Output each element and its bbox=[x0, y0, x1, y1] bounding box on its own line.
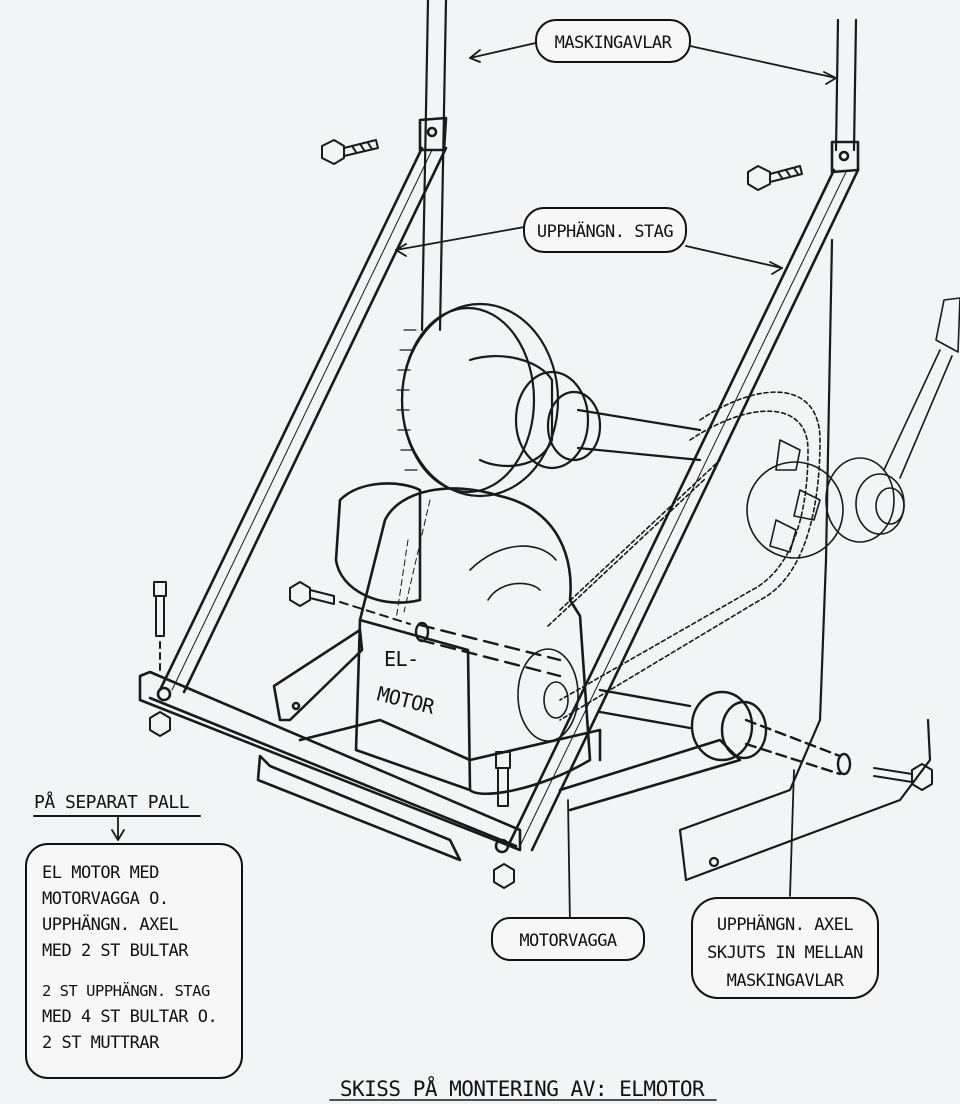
gear-wheel bbox=[396, 302, 702, 498]
bolt-top-left bbox=[321, 139, 379, 165]
svg-text:MASKINGAVLAR: MASKINGAVLAR bbox=[727, 971, 845, 991]
svg-text:EL-: EL- bbox=[384, 647, 419, 671]
svg-text:2 ST MUTTRAR: 2 ST MUTTRAR bbox=[42, 1033, 160, 1053]
bolt-vertical-center bbox=[493, 751, 515, 889]
chain-drive bbox=[517, 297, 960, 742]
hanging-bar-left bbox=[158, 116, 448, 694]
svg-text:MED 4 ST BULTAR O.: MED 4 ST BULTAR O. bbox=[42, 1007, 217, 1027]
svg-text:UPPHÄNGN. STAG: UPPHÄNGN. STAG bbox=[537, 221, 674, 242]
electric-motor bbox=[334, 482, 592, 796]
svg-text:UPPHÄNGN. AXEL: UPPHÄNGN. AXEL bbox=[717, 914, 854, 935]
svg-text:SKJUTS IN MELLAN: SKJUTS IN MELLAN bbox=[707, 943, 863, 963]
svg-text:MASKINGAVLAR: MASKINGAVLAR bbox=[555, 33, 673, 53]
svg-text:SKISS PÅ MONTERING AV: ELMOTOR: SKISS PÅ MONTERING AV: ELMOTOR bbox=[340, 1075, 705, 1101]
label-el-motor: EL- MOTOR bbox=[375, 647, 438, 719]
machine-gable-left bbox=[420, 0, 448, 332]
pallet-heading: PÅ SEPARAT PALL bbox=[34, 791, 190, 813]
caption: SKISS PÅ MONTERING AV: ELMOTOR bbox=[329, 1075, 717, 1101]
leader-lines bbox=[111, 41, 837, 925]
hanging-bar-right bbox=[508, 140, 860, 852]
label-upphangn-axel: UPPHÄNGN. AXEL SKJUTS IN MELLAN MASKINGA… bbox=[691, 897, 879, 999]
label-maskingavlar: MASKINGAVLAR bbox=[535, 19, 691, 63]
bolt-axle-right bbox=[873, 763, 933, 791]
label-upphangn-stag: UPPHÄNGN. STAG bbox=[523, 207, 687, 253]
motor-cradle bbox=[138, 628, 742, 862]
svg-text:MED 2 ST BULTAR: MED 2 ST BULTAR bbox=[42, 941, 189, 961]
svg-text:UPPHÄNGN. AXEL: UPPHÄNGN. AXEL bbox=[42, 914, 179, 935]
svg-text:MOTORVAGGA: MOTORVAGGA bbox=[519, 931, 617, 951]
bolt-vertical-left bbox=[149, 581, 171, 737]
machine-gable-right bbox=[678, 18, 932, 882]
svg-text:MOTOR: MOTOR bbox=[375, 682, 438, 720]
svg-text:MOTORVAGGA O.: MOTORVAGGA O. bbox=[42, 889, 169, 909]
bolt-top-right bbox=[747, 165, 803, 191]
separate-pallet-note: PÅ SEPARAT PALL EL MOTOR MED MOTORVAGGA … bbox=[25, 791, 243, 1079]
label-motorvagga: MOTORVAGGA bbox=[491, 917, 645, 961]
suspension-axle bbox=[414, 621, 852, 776]
svg-text:2 ST UPPHÄNGN. STAG: 2 ST UPPHÄNGN. STAG bbox=[42, 981, 210, 1000]
bolt-motor-left bbox=[289, 581, 411, 625]
svg-text:EL MOTOR MED: EL MOTOR MED bbox=[42, 863, 159, 883]
